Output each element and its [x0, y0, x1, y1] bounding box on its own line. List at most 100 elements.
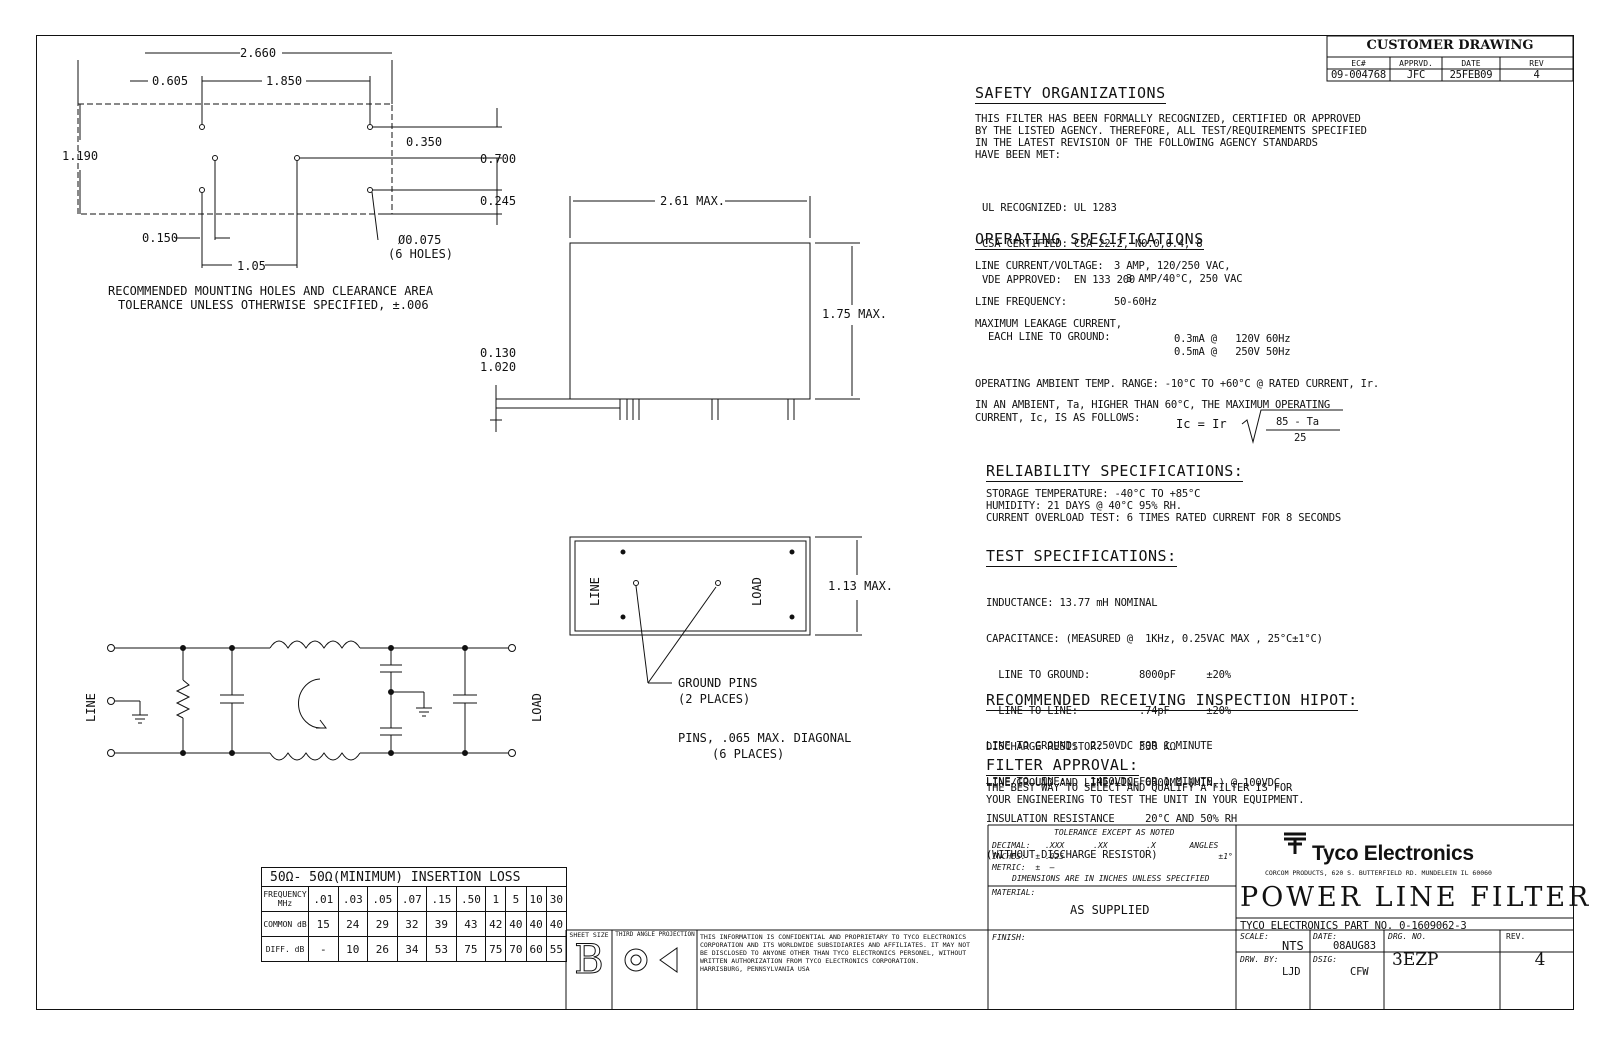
- safety-paragraph: THIS FILTER HAS BEEN FORMALLY RECOGNIZED…: [975, 113, 1367, 161]
- side-pin-dim-2: 1.020: [480, 360, 517, 374]
- mounting-caption-2: TOLERANCE UNLESS OTHERWISE SPECIFIED, ±.…: [118, 298, 429, 312]
- ground-pins-label: GROUND PINS: [678, 676, 758, 690]
- formula-denominator: 25: [1294, 432, 1307, 444]
- hipot-lines: LINE TO GROUND: 2250VDC FOR 1 MINUTE LIN…: [986, 740, 1213, 788]
- table-cell: 15: [308, 911, 339, 937]
- scale-label: SCALE:: [1240, 932, 1269, 941]
- dim-0245: 0.245: [480, 194, 517, 208]
- formula-lhs: Ic = Ir: [1176, 417, 1227, 431]
- leakage-value-2: 0.5mA @ 250V 50Hz: [1174, 346, 1291, 358]
- line-current-1: 3 AMP, 120/250 VAC,: [1114, 260, 1231, 272]
- tolerance-title: TOLERANCE EXCEPT AS NOTED: [1054, 828, 1175, 837]
- table-cell: 40: [545, 911, 568, 937]
- table-cell: 5: [505, 886, 527, 912]
- designer-label: DSIG:: [1313, 955, 1338, 964]
- table-cell: .01: [308, 886, 339, 912]
- rev-header-apprvd: APPRVD.: [1399, 59, 1433, 68]
- rev-label: REV.: [1506, 932, 1526, 941]
- table-cell: 43: [455, 911, 487, 937]
- designer-value: CFW: [1350, 966, 1369, 978]
- test-heading: TEST SPECIFICATIONS:: [986, 547, 1177, 567]
- title-block-lines: [565, 824, 1574, 1010]
- product-title: POWER LINE FILTER: [1240, 882, 1592, 913]
- table-cell: 75: [485, 936, 507, 962]
- table-cell: .50: [455, 886, 487, 912]
- table-cell: .07: [396, 886, 428, 912]
- line-current-label: LINE CURRENT/VOLTAGE:: [975, 260, 1104, 272]
- top-view-line-label: LINE: [588, 577, 602, 606]
- safety-heading: SAFETY ORGANIZATIONS: [975, 84, 1166, 104]
- formula-numerator: 85 - Ta: [1276, 416, 1319, 428]
- projection-label: THIRD ANGLE PROJECTION: [615, 931, 695, 938]
- line-frequency-label: LINE FREQUENCY:: [975, 296, 1067, 308]
- leakage-label-2: EACH LINE TO GROUND:: [988, 331, 1111, 343]
- ambient-derating-1: IN AN AMBIENT, Ta, HIGHER THAN 60°C, THE…: [975, 399, 1331, 411]
- approval-heading: FILTER APPROVAL:: [986, 756, 1139, 776]
- test-lines: INDUCTANCE: 13.77 mH NOMINAL CAPACITANCE…: [986, 597, 1323, 861]
- leakage-label-1: MAXIMUM LEAKAGE CURRENT,: [975, 318, 1122, 330]
- rev-header-date: DATE: [1461, 59, 1481, 68]
- table-cell: 10: [337, 936, 369, 962]
- top-view-diagram: [569, 536, 862, 684]
- confidential-notice: THIS INFORMATION IS CONFIDENTIAL AND PRO…: [700, 933, 971, 973]
- dim-105: 1.05: [237, 259, 266, 273]
- ground-pins-count: (2 PLACES): [678, 692, 751, 706]
- rev-date-value: 25FEB09: [1449, 69, 1493, 81]
- top-view-load-label: LOAD: [750, 577, 764, 606]
- dim-1850: 1.850: [266, 74, 303, 88]
- table-cell: 10: [525, 886, 547, 912]
- diff-label: DIFF. dB: [261, 936, 309, 962]
- table-cell: 32: [396, 911, 428, 937]
- dim-hole-count: (6 HOLES): [388, 247, 454, 261]
- diff-row: DIFF. dB - 10 26 34 53 75 75 70 60 55: [261, 936, 568, 962]
- frequency-label: FREQUENCY MHz: [261, 886, 309, 912]
- dim-0605: 0.605: [152, 74, 189, 88]
- frequency-row: FREQUENCY MHz .01 .03 .05 .07 .15 .50 1 …: [261, 886, 568, 912]
- side-width-label: 2.61 MAX.: [660, 194, 726, 208]
- filter-schematic: [107, 640, 516, 761]
- ambient-range: OPERATING AMBIENT TEMP. RANGE: -10°C TO …: [975, 378, 1380, 390]
- tyco-logo-icon: [1282, 830, 1310, 860]
- customer-drawing-block-lines: [1326, 35, 1574, 82]
- table-cell: 40: [525, 911, 547, 937]
- rev-header-rev: REV: [1529, 59, 1544, 68]
- drg-value: 3EZP: [1392, 950, 1439, 970]
- dim-1190: 1.190: [62, 149, 99, 163]
- mounting-caption-1: RECOMMENDED MOUNTING HOLES AND CLEARANCE…: [108, 284, 434, 298]
- pins-diagonal-label: PINS, .065 MAX. DIAGONAL: [678, 731, 852, 745]
- table-cell: 70: [505, 936, 527, 962]
- schematic-load-label: LOAD: [530, 693, 544, 722]
- drawn-by-value: LJD: [1282, 966, 1301, 978]
- table-cell: 55: [545, 936, 568, 962]
- side-view-diagram: [490, 196, 860, 432]
- pins-count: (6 PLACES): [712, 747, 785, 761]
- company-address: CORCOM PRODUCTS, 620 S. BUTTERFIELD RD. …: [1265, 869, 1492, 877]
- hipot-heading: RECOMMENDED RECEIVING INSPECTION HIPOT:: [986, 691, 1358, 711]
- rev-apprvd-value: JFC: [1406, 69, 1426, 81]
- tolerance-dimensions-note: DIMENSIONS ARE IN INCHES UNLESS SPECIFIE…: [1012, 874, 1210, 883]
- tolerance-metric: METRIC: ± —: [992, 863, 1055, 872]
- table-cell: 39: [426, 911, 457, 937]
- customer-drawing-label: CUSTOMER DRAWING: [1366, 38, 1534, 53]
- table-cell: 30: [545, 886, 568, 912]
- ambient-derating-2: CURRENT, Ic, IS AS FOLLOWS:: [975, 412, 1141, 424]
- table-cell: 40: [505, 911, 527, 937]
- scale-value: NTS: [1282, 939, 1304, 953]
- date-value: 08AUG83: [1333, 940, 1376, 952]
- sheet-size-letter: B: [574, 937, 604, 983]
- table-cell: 60: [525, 936, 547, 962]
- reliability-heading: RELIABILITY SPECIFICATIONS:: [986, 462, 1244, 482]
- insertion-loss-table: 50Ω- 50Ω(MINIMUM) INSERTION LOSS FREQUEN…: [261, 867, 568, 962]
- insertion-loss-title: 50Ω- 50Ω(MINIMUM) INSERTION LOSS: [261, 867, 567, 887]
- table-cell: -: [308, 936, 339, 962]
- top-height-label: 1.13 MAX.: [828, 579, 894, 593]
- drawn-by-label: DRW. BY:: [1240, 955, 1279, 964]
- tolerance-inches: INCHES: ± .025 ±1°: [992, 852, 1233, 861]
- table-cell: .03: [337, 886, 369, 912]
- table-cell: 1: [485, 886, 507, 912]
- formula-radical: [1241, 409, 1343, 444]
- mounting-holes-diagram: [77, 52, 502, 268]
- material-label: MATERIAL:: [992, 888, 1036, 897]
- dim-0150: 0.150: [142, 231, 179, 245]
- table-cell: .15: [426, 886, 457, 912]
